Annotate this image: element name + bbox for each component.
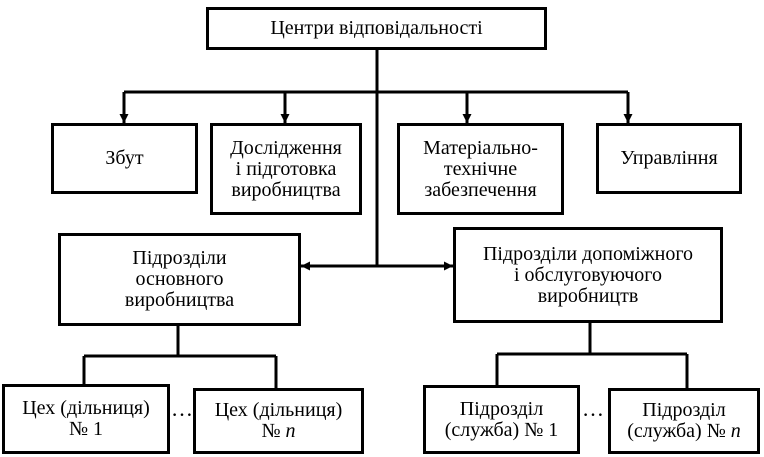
- workshop-box-n: Цех (дільниця) № n: [193, 388, 364, 454]
- root-box: Центри відповідальності: [206, 7, 547, 50]
- main-production-box: Підрозділи основного виробництва: [58, 233, 301, 326]
- dept-line: забезпечення: [424, 178, 537, 201]
- service-box-1: Підрозділ (служба) № 1: [423, 385, 580, 454]
- main-production-line: Підрозділи: [132, 247, 227, 269]
- service-number-prefix: (служба) №: [444, 418, 549, 441]
- dept-box-management: Управління: [596, 123, 742, 194]
- auxiliary-production-line: Підрозділи допоміжного: [482, 242, 694, 265]
- workshop-box-1: Цех (дільниця) № 1: [2, 384, 170, 454]
- main-production-line: основного: [135, 268, 224, 290]
- dept-line: Матеріально-: [423, 136, 538, 159]
- dept-box-sales: Збут: [51, 123, 198, 194]
- dept-box-logistics: Матеріально- технічне забезпечення: [397, 123, 564, 215]
- workshop-number: 1: [93, 418, 104, 440]
- service-number-line: (служба) № n: [627, 421, 741, 442]
- dept-box-research: Дослідження і підготовка виробництва: [210, 123, 362, 215]
- service-number-prefix: (служба) №: [627, 420, 731, 442]
- auxiliary-production-box: Підрозділи допоміжного і обслуговуючого …: [453, 227, 723, 323]
- services-ellipsis: …: [582, 396, 604, 421]
- workshop-number-prefix: №: [68, 418, 94, 440]
- workshop-number-prefix: №: [261, 420, 286, 442]
- dept-line: виробництва: [231, 178, 341, 201]
- dept-line: Управління: [620, 147, 718, 169]
- workshop-number: n: [285, 420, 296, 442]
- workshop-number-line: № 1: [69, 419, 103, 440]
- service-number-line: (служба) № 1: [444, 418, 559, 441]
- auxiliary-production-line: виробництв: [537, 284, 639, 307]
- workshop-line: Цех (дільниця): [22, 397, 150, 419]
- main-production-line: виробництва: [124, 289, 235, 311]
- workshop-line: Цех (дільниця): [214, 399, 343, 421]
- dept-line: Збут: [105, 147, 144, 169]
- dept-line: і підготовка: [235, 157, 337, 180]
- service-line: Підрозділ: [642, 399, 726, 421]
- auxiliary-production-line: і обслуговуючого: [514, 263, 662, 286]
- service-box-n: Підрозділ (служба) № n: [608, 388, 760, 454]
- dept-line: Дослідження: [230, 136, 342, 159]
- service-number: 1: [548, 418, 559, 441]
- dept-line: технічне: [443, 157, 518, 180]
- workshops-ellipsis: …: [171, 396, 193, 421]
- service-number: n: [730, 420, 741, 442]
- workshop-number-line: № n: [261, 421, 295, 442]
- root-label: Центри відповідальності: [270, 17, 483, 39]
- service-line: Підрозділ: [459, 397, 544, 420]
